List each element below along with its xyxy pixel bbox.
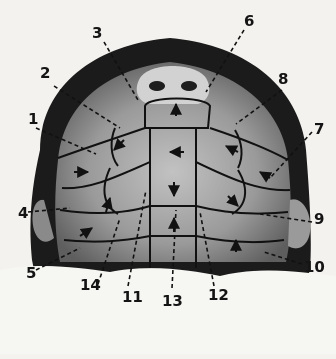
label-14: 14 bbox=[80, 276, 101, 294]
label-5: 5 bbox=[26, 264, 36, 282]
label-8: 8 bbox=[278, 70, 288, 88]
label-4: 4 bbox=[18, 204, 28, 222]
label-9: 9 bbox=[314, 210, 324, 228]
label-1: 1 bbox=[28, 110, 38, 128]
label-10: 10 bbox=[304, 258, 325, 276]
label-12: 12 bbox=[208, 286, 229, 304]
label-6: 6 bbox=[244, 12, 254, 30]
left-nostril bbox=[149, 81, 165, 91]
right-nostril bbox=[181, 81, 197, 91]
label-3: 3 bbox=[92, 24, 102, 42]
label-13: 13 bbox=[162, 292, 183, 310]
label-7: 7 bbox=[314, 120, 324, 138]
collar bbox=[0, 266, 336, 354]
label-11: 11 bbox=[122, 288, 143, 306]
label-2: 2 bbox=[40, 64, 50, 82]
